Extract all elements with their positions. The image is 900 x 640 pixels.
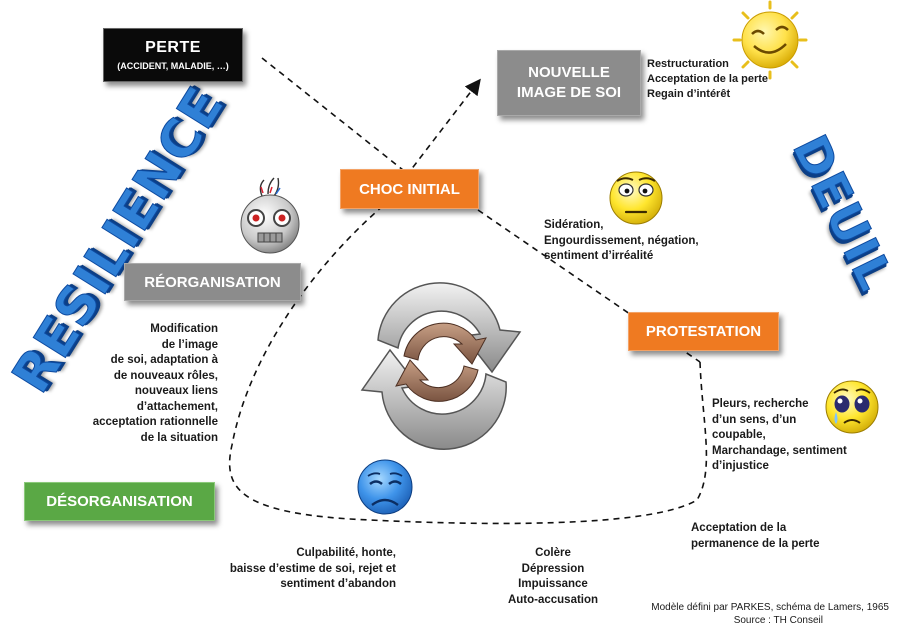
protestation-box: PROTESTATION — [628, 312, 779, 351]
resilience-dashed-curve — [228, 78, 708, 525]
source-line-1: Modèle défini par PARKES, schéma de Lame… — [651, 602, 889, 613]
crying-smiley-icon — [825, 380, 879, 434]
desorganisation-label: DÉSORGANISATION — [46, 493, 193, 510]
nouvelle-image-box: NOUVELLE IMAGE DE SOI — [497, 50, 641, 116]
desorganisation-box: DÉSORGANISATION — [24, 482, 215, 521]
choc-initial-label: CHOC INITIAL — [359, 180, 460, 198]
protestation-label: PROTESTATION — [645, 323, 762, 340]
restructuration-note: Restructuration Acceptation de la perte … — [647, 58, 769, 100]
source-line-2: Source : TH Conseil — [733, 615, 823, 626]
sideration-note: Sidération, Engourdissement, négation, s… — [544, 219, 699, 262]
cycle-arrows-icon — [360, 282, 522, 450]
culpabilite-note: Culpabilité, honte, baisse d’estime de s… — [229, 547, 396, 590]
robot-head-icon — [240, 177, 300, 254]
perte-subtitle: (ACCIDENT, MALADIE, …) — [117, 61, 229, 71]
perte-box: PERTE (ACCIDENT, MALADIE, …) — [103, 28, 243, 82]
reorganisation-label: RÉORGANISATION — [144, 273, 281, 291]
modification-note: Modification de l’image de soi, adaptati… — [92, 323, 218, 444]
choc-initial-box: CHOC INITIAL — [340, 169, 479, 209]
perte-title: PERTE — [145, 39, 201, 56]
nouvelle-image-line1: NOUVELLE — [528, 64, 610, 81]
sun-smiley-icon — [732, 0, 808, 80]
pleurs-note: Pleurs, recherche d’un sens, d’un coupab… — [712, 398, 847, 472]
reorganisation-box: RÉORGANISATION — [124, 263, 301, 301]
acceptation-note: Acceptation de la permanence de la perte — [691, 522, 820, 550]
sad-blue-smiley-icon — [357, 459, 413, 515]
nouvelle-image-line2: IMAGE DE SOI — [516, 84, 622, 101]
colere-note: Colère Dépression Impuissance Auto-accus… — [507, 547, 599, 606]
neutral-smiley-icon — [609, 171, 663, 225]
